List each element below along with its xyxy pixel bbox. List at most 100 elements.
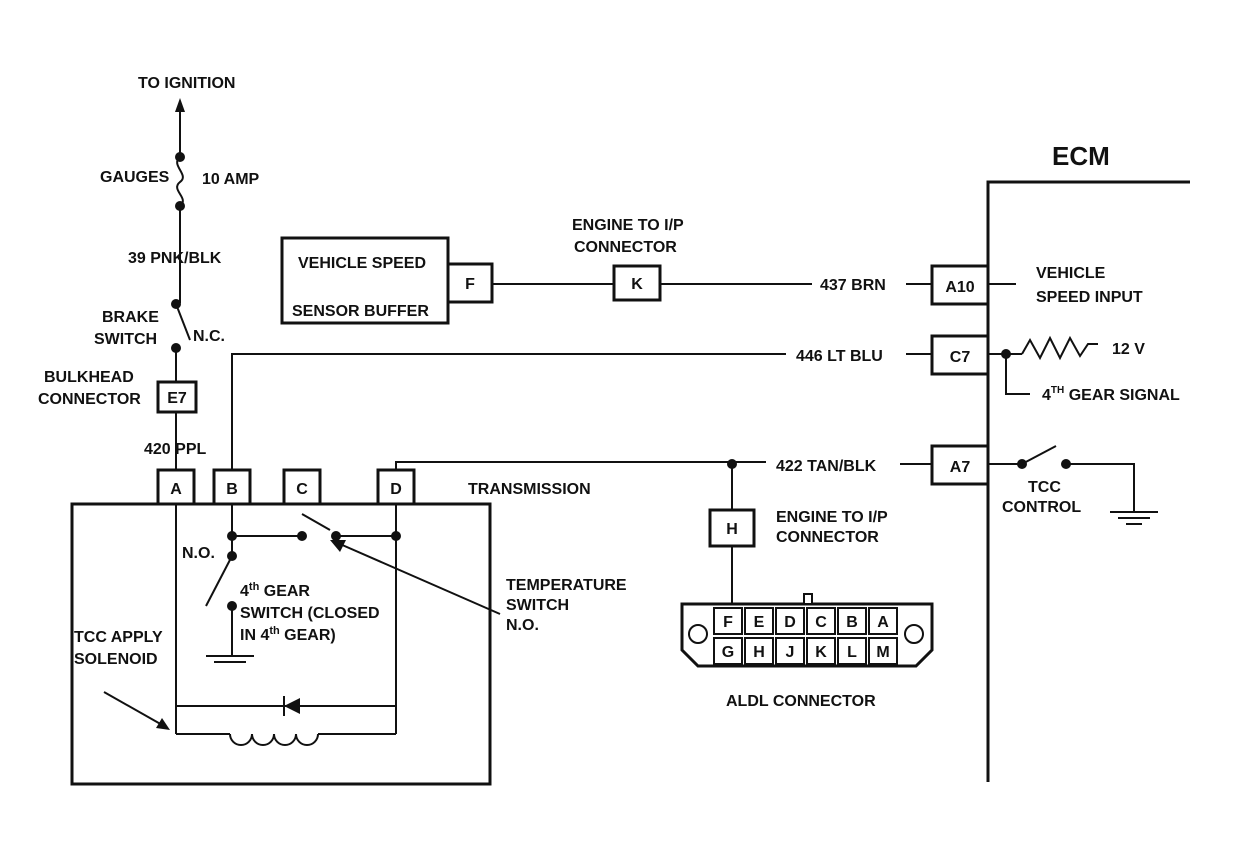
wire-437-label: 437 BRN	[820, 277, 886, 294]
engine-ip-top-label-1: ENGINE TO I/P	[572, 217, 684, 234]
engine-ip-k-box	[612, 264, 662, 302]
aldl-pin-cell	[744, 607, 774, 635]
aldl-pin-cell	[775, 637, 805, 665]
vss-buffer: VEHICLE SPEED SENSOR BUFFER F	[280, 236, 494, 325]
temp-switch-label-1: TEMPERATURE	[506, 577, 627, 594]
gear-ground-icon	[206, 655, 254, 663]
aldl-pin-cell	[868, 607, 898, 635]
bulkhead-label-1: BULKHEAD	[44, 369, 134, 386]
ecm-12v-label: 12 V	[1112, 341, 1145, 358]
solenoid-arrow-icon	[156, 718, 170, 730]
wire-420-label: 420 PPL	[144, 441, 206, 458]
trans-pin-c-label: C	[296, 481, 308, 498]
engine-ip-top-label-2: CONNECTOR	[574, 239, 677, 256]
aldl-mount-hole-left	[688, 624, 708, 644]
fuse-icon	[176, 156, 184, 207]
temp-switch-label-3: N.O.	[506, 617, 539, 634]
bulkhead-pin-label: E7	[167, 390, 187, 407]
resistor-icon	[1021, 335, 1098, 361]
ecm-pin-a7-box	[930, 444, 990, 486]
tcc-switch-blade	[1021, 445, 1057, 465]
trans-pin-b-label: B	[226, 481, 238, 498]
aldl-pin-label: E	[754, 614, 765, 631]
to-ignition-label: TO IGNITION	[138, 75, 235, 92]
engine-ip-h-box	[708, 508, 756, 548]
ecm-speed-input-label-2: SPEED INPUT	[1036, 289, 1143, 306]
solenoid-pointer	[103, 691, 165, 727]
aldl-pin-cell	[837, 607, 867, 635]
ecm-gear-signal-label: 4TH GEAR SIGNAL	[1042, 385, 1180, 404]
trans-pin-d-label: D	[390, 481, 402, 498]
ecm-speed-input-label-1: VEHICLE	[1036, 265, 1106, 282]
ecm-outline	[986, 180, 1190, 782]
vss-label-2: SENSOR BUFFER	[292, 303, 429, 320]
wire-422-seg1	[395, 461, 766, 470]
aldl-pin-cell	[775, 607, 805, 635]
ecm-pin-a10-label: A10	[945, 279, 974, 296]
tcc-control-label-2: CONTROL	[1002, 499, 1081, 516]
brake-switch-blade	[175, 303, 191, 341]
aldl-pin-cell	[868, 637, 898, 665]
vss-pin-label: F	[465, 276, 475, 293]
solenoid-label-1: TCC APPLY	[74, 629, 163, 646]
aldl-mount-hole-right	[904, 624, 924, 644]
aldl-pin-label: L	[847, 644, 857, 661]
aldl-key-tab	[803, 593, 813, 605]
ecm-pin-c7-label: C7	[950, 349, 971, 366]
aldl-title: ALDL CONNECTOR	[726, 693, 876, 710]
trans-pin-c-box	[282, 468, 322, 506]
aldl-pin-label: D	[784, 614, 796, 631]
transmission: TRANSMISSION A B C D N.O. 4th GEAR SWITC	[70, 468, 627, 786]
engine-ip-bottom-label-1: ENGINE TO I/P	[776, 509, 888, 526]
aldl-pin-label: B	[846, 614, 858, 631]
ground-icon	[1110, 511, 1158, 525]
vss-label-1: VEHICLE SPEED	[298, 255, 426, 272]
aldl-pin-cell	[806, 637, 836, 665]
aldl-pin-label: A	[877, 614, 889, 631]
temp-switch-label-2: SWITCH	[506, 597, 569, 614]
temp-switch-arrow-icon	[330, 540, 346, 552]
aldl-pin-cell	[713, 607, 743, 635]
aldl-pin-cell	[744, 637, 774, 665]
trans-pin-a-label: A	[170, 481, 182, 498]
engine-ip-h-pin: H	[726, 521, 738, 538]
gear-switch-label-2: SWITCH (CLOSED	[240, 605, 380, 622]
aldl-pin-cell	[713, 637, 743, 665]
gear-switch-label-3: IN 4th GEAR)	[240, 625, 336, 644]
engine-ip-bottom-label-2: CONNECTOR	[776, 529, 879, 546]
vss-buffer-box	[280, 236, 450, 325]
fuse-name-label: GAUGES	[100, 169, 170, 186]
solenoid-coil-icon	[229, 733, 319, 746]
ecm: ECM A10 VEHICLE SPEED INPUT C7 12 V 4TH …	[930, 141, 1190, 782]
wire-446-label: 446 LT BLU	[796, 348, 883, 365]
aldl-pin-label: C	[815, 614, 827, 631]
wire-446-seg1	[231, 353, 786, 470]
brake-switch-nc-label: N.C.	[193, 328, 225, 345]
temp-switch-pointer	[339, 543, 501, 615]
ecm-pin-a7-label: A7	[950, 459, 971, 476]
gear-switch-label-1: 4th GEAR	[240, 581, 310, 600]
ecm-title: ECM	[1052, 141, 1110, 171]
ignition-circuit: TO IGNITION GAUGES 10 AMP 39 PNK/BLK BRA…	[38, 75, 260, 470]
aldl-pin-label: H	[753, 644, 765, 661]
temp-switch-blade	[301, 513, 331, 531]
aldl-pin-label: K	[815, 644, 827, 661]
aldl-pin-cell	[806, 607, 836, 635]
brake-switch-label-1: BRAKE	[102, 309, 159, 326]
tcc-control-label-1: TCC	[1028, 479, 1061, 496]
gear-switch-no-label: N.O.	[182, 545, 215, 562]
tcc-ground-wire	[1066, 463, 1135, 512]
aldl-pin-label: J	[786, 644, 795, 661]
ecm-gear-signal-line	[1005, 354, 1030, 395]
bulkhead-label-2: CONNECTOR	[38, 391, 141, 408]
trans-pin-b-box	[212, 468, 252, 506]
fuse-rating-label: 10 AMP	[202, 171, 260, 188]
wire-39-label: 39 PNK/BLK	[128, 250, 222, 267]
gear-switch-blade	[205, 555, 233, 607]
diode-icon	[284, 698, 300, 714]
brake-switch-label-2: SWITCH	[94, 331, 157, 348]
